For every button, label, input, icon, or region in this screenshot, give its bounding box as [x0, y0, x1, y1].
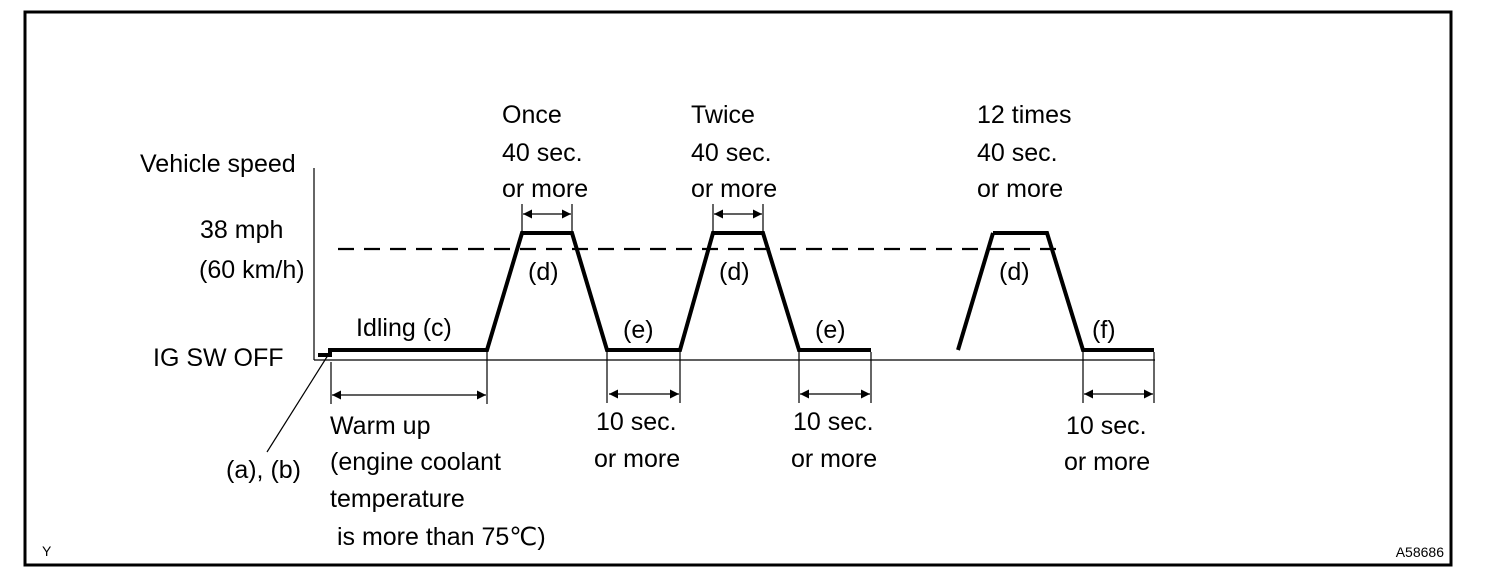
vehicle-speed-label: Vehicle speed — [140, 150, 296, 178]
diagram-frame — [23, 10, 1453, 567]
pause-1-e-label: (e) — [623, 316, 654, 344]
corner-mark-left: Y — [42, 543, 52, 559]
pause-3-duration: 10 sec. — [1066, 412, 1147, 440]
idling-c-label: Idling (c) — [356, 314, 452, 342]
ig-sw-off-label: IG SW OFF — [153, 344, 284, 372]
peak-2-d-label: (d) — [719, 258, 750, 286]
pause-1-or-more: or more — [594, 445, 680, 473]
drive-profile-segment-break — [956, 232, 995, 351]
pause-2-duration: 10 sec. — [793, 408, 874, 436]
pause-1-duration: 10 sec. — [596, 408, 677, 436]
figure-id: A58686 — [1396, 544, 1444, 560]
peak-2-or-more: or more — [691, 175, 777, 203]
warm-up-line-4: is more than 75℃) — [330, 523, 546, 551]
peak-1-or-more: or more — [502, 175, 588, 203]
warm-up-line-3: temperature — [330, 485, 465, 513]
peak-1-count: Once — [502, 101, 562, 129]
peak-2-count: Twice — [691, 101, 755, 129]
peak-1-d-label: (d) — [528, 258, 559, 286]
peak-3-d-label: (d) — [999, 258, 1030, 286]
pause-2-or-more: or more — [791, 445, 877, 473]
peak-3-count: 12 times — [977, 101, 1071, 129]
warm-up-line-2: (engine coolant — [330, 448, 501, 476]
pause-2-e-label: (e) — [815, 316, 846, 344]
pause-3-f-label: (f) — [1092, 316, 1116, 344]
peak-3-duration: 40 sec. — [977, 139, 1058, 167]
speed-kmh-label: (60 km/h) — [199, 256, 305, 284]
peak-1-duration: 40 sec. — [502, 139, 583, 167]
ab-label: (a), (b) — [226, 456, 301, 484]
drive-profile-segment-1 — [318, 231, 871, 357]
ab-leader-line — [266, 351, 331, 453]
pause-3-or-more: or more — [1064, 448, 1150, 476]
speed-mph-label: 38 mph — [200, 216, 283, 244]
peak-2-duration: 40 sec. — [691, 139, 772, 167]
peak-3-or-more: or more — [977, 175, 1063, 203]
warm-up-line-1: Warm up — [330, 412, 430, 440]
drive-profile-segment-2 — [993, 231, 1154, 352]
